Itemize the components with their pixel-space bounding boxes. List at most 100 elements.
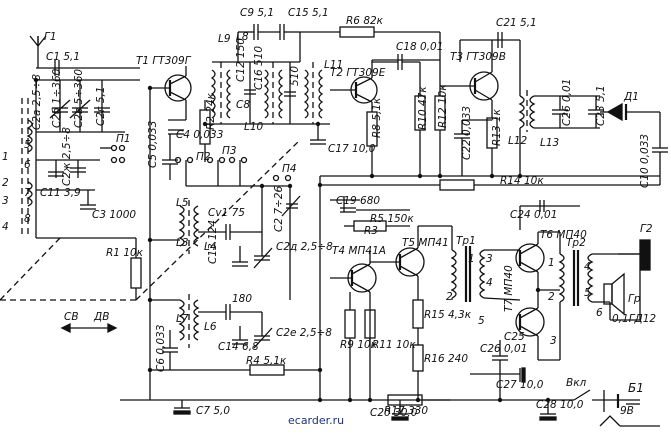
g2-label: Г2 xyxy=(640,223,653,235)
junction-dots xyxy=(33,77,551,403)
pin-8-label: 8 xyxy=(24,213,31,225)
c15-label: C15 5,1 xyxy=(288,7,329,19)
r3-label: R3 xyxy=(364,225,378,237)
c27-label: C27 10,0 xyxy=(496,379,544,391)
c8-label: C8 xyxy=(236,99,250,111)
l13-label: L13 xyxy=(540,137,559,149)
l3-label: L3 xyxy=(176,237,189,249)
pin-6-label: 6 xyxy=(24,159,31,171)
r6-label: R6 82к xyxy=(346,15,384,27)
c5-label: C5 0,033 xyxy=(147,121,159,168)
r2-label: R2 24к xyxy=(205,92,217,130)
c4-label: C4 0,033 xyxy=(176,129,223,141)
r8-label: R8 5,1к xyxy=(371,97,383,138)
tr1-pin5-label: 5 xyxy=(478,315,485,327)
c10-label: C10 0,033 xyxy=(639,134,651,188)
c20-label: C20 30,0 xyxy=(370,407,418,419)
c2g-label: С2г 5,1 xyxy=(95,86,107,126)
battery-voltage-label: 9В xyxy=(620,405,634,417)
tr2-pin6-label: 6 xyxy=(596,307,603,319)
c6-label: C6 0,033 xyxy=(155,325,167,372)
l8-label: L8 xyxy=(236,31,249,43)
c510b-label: 510 xyxy=(289,66,301,86)
pin-3-label: 3 xyxy=(2,195,9,207)
t4-label: T4 МП41А xyxy=(332,245,386,257)
c16-label: C16 510 xyxy=(253,46,265,90)
c18-label: C18 0,01 xyxy=(396,41,443,53)
tr1-pin1-label: 1 xyxy=(468,253,475,265)
tr2-label: Tp2 xyxy=(566,237,586,249)
t2-label: T2 ГТ309Е xyxy=(330,67,386,79)
pin-5-label: 5 xyxy=(24,139,31,151)
c9-label: C9 5,1 xyxy=(240,7,274,19)
c7-label: C7 5,0 xyxy=(196,405,230,417)
c1-label: C1 5,1 xyxy=(46,51,80,63)
c2d-label: С2д 2,5÷8 xyxy=(276,241,333,253)
tr2-pin3-label: 3 xyxy=(550,335,557,347)
l5-label: L5 xyxy=(176,197,189,209)
p4-label: П4 xyxy=(282,163,297,175)
c12-label: C12 150 xyxy=(235,38,247,82)
tr1-pin3-label: 3 xyxy=(486,253,493,265)
tr1-pin2-label: 2 xyxy=(446,291,453,303)
tr1-pin4-label: 4 xyxy=(486,277,493,289)
c2e-label: С2е 2,5÷8 xyxy=(276,327,332,339)
band-dv-label: ДВ xyxy=(93,311,109,323)
c7-26-label: C2 7÷26 xyxy=(273,185,285,232)
r9-label: R9 10к xyxy=(340,339,378,351)
c2b-label: С2б 1÷360 xyxy=(51,68,63,128)
l4-label: L4 xyxy=(204,241,217,253)
c13-label: C13 124 xyxy=(207,220,219,264)
c21-label: C21 5,1 xyxy=(496,17,537,29)
pin-2-label: 2 xyxy=(2,177,9,189)
t1-label: T1 ГТ309Г xyxy=(136,55,192,67)
l12-label: L12 xyxy=(508,135,528,147)
band-sv-label: СВ xyxy=(64,311,79,323)
c26-label: C26 0,01 xyxy=(561,79,573,126)
c180-label: 180 xyxy=(232,293,252,305)
c24-label: C24 0,01 xyxy=(510,209,557,221)
l10-label: L10 xyxy=(244,121,264,133)
c25-label: C25 xyxy=(504,331,525,343)
pin-4-label: 4 xyxy=(2,221,9,233)
l7-label: L7 xyxy=(176,313,189,325)
c2j-label: С2ж 2,5÷8 xyxy=(61,127,73,186)
c22-label: C22 0,033 xyxy=(461,106,473,160)
watermark: ecarder.ru xyxy=(288,414,344,427)
r10-label: R10 47к xyxy=(417,86,429,130)
pin-7-label: 7 xyxy=(24,187,31,199)
tr2-pin1-label: 1 xyxy=(548,257,555,269)
c14-label: C14 6,8 xyxy=(218,341,259,353)
r14-label: R14 10к xyxy=(500,175,544,187)
r15-label: R15 4,3к xyxy=(424,309,472,321)
l6-label: L6 xyxy=(204,321,217,333)
r5-label: R5 150к xyxy=(370,213,414,225)
r16-label: R16 240 xyxy=(424,353,468,365)
speaker-model-label: 0,1ГД12 xyxy=(612,313,656,325)
d1-label: Д1 xyxy=(623,91,639,103)
tr1-label: Tp1 xyxy=(456,235,476,247)
tr2-pin2-label: 2 xyxy=(548,291,555,303)
tr2-pin4-label: 4 xyxy=(584,261,591,273)
c23-label: C23 5,1 xyxy=(595,85,607,126)
p2-label: П2 xyxy=(196,151,211,163)
switch-label: Вкл xyxy=(566,377,587,389)
r4-label: R4 5,1к xyxy=(246,355,287,367)
c17-label: C17 10,0 xyxy=(328,143,376,155)
c2v-label: С2в 5÷360 xyxy=(73,69,85,128)
antenna-label: Г1 xyxy=(44,31,57,43)
tr2-pin5-label: 5 xyxy=(584,287,591,299)
pin-1-label: 1 xyxy=(2,151,9,163)
c28-label: C28 10,0 xyxy=(536,399,584,411)
l9-label: L9 xyxy=(218,33,231,45)
battery-label: Б1 xyxy=(628,381,644,395)
c11-label: C11 3,9 xyxy=(40,187,81,199)
t7-label: T7 МП40 xyxy=(503,265,515,312)
t6-label: T6 МП40 xyxy=(540,229,587,241)
wiring xyxy=(0,24,668,427)
c2a-label: С2а 2,5÷8 xyxy=(31,74,43,130)
p3-label: П3 xyxy=(222,145,237,157)
t5-label: T5 МП41 xyxy=(402,237,449,249)
l11-label: L11 xyxy=(324,59,343,71)
